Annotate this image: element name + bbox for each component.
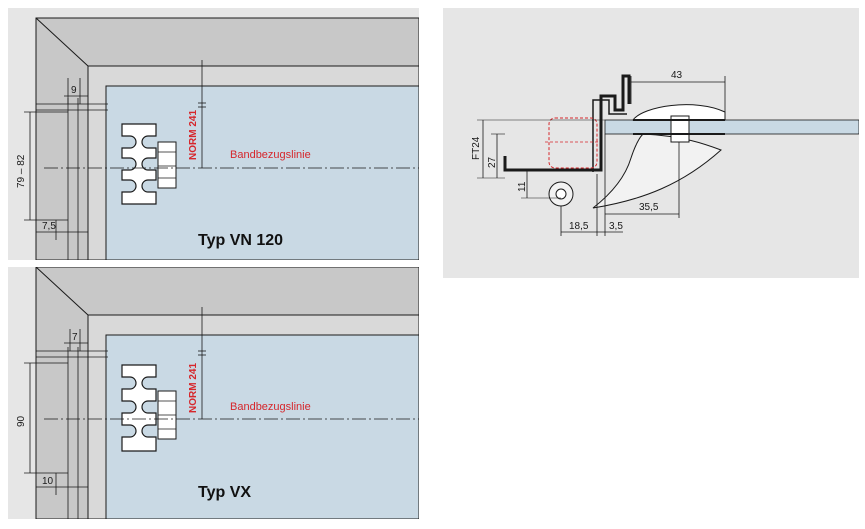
type-label: Typ VX [198, 484, 251, 501]
norm-label: NORM 241 [188, 363, 199, 413]
type-label: Typ VN 120 [198, 232, 283, 249]
hinge-section-diagram: 43 FT24 27 11 35,5 18,5 3,5 [443, 8, 859, 278]
glass-pane [105, 334, 419, 519]
dim-43: 43 [671, 70, 683, 81]
dim-height: 79 – 82 [16, 154, 27, 188]
dim-top: 7 [72, 332, 78, 343]
dim-ft24: FT24 [471, 136, 482, 160]
reference-label: Bandbezugslinie [230, 149, 311, 161]
dim-27: 27 [487, 156, 498, 168]
dim-bottom: 10 [42, 476, 54, 487]
dim-3-5: 3,5 [609, 221, 623, 232]
hinge-diagram-vn120: 9 79 – 82 7,5 NORM 241 Bandbezugslinie T… [8, 8, 419, 260]
dim-height: 90 [16, 415, 27, 427]
glass-pane [604, 119, 859, 135]
dim-11: 11 [517, 181, 528, 192]
hinge-plate [121, 123, 157, 205]
dim-top: 9 [71, 85, 77, 96]
norm-label: NORM 241 [188, 110, 199, 160]
hinge-plate [121, 364, 157, 452]
hinge-body [592, 133, 722, 209]
dim-bottom: 7,5 [42, 221, 56, 232]
frame-profile [503, 74, 631, 172]
red-dashed-part [548, 117, 598, 169]
hinge-diagram-vx: 7 90 10 NORM 241 Bandbezugslinie Typ VX [8, 267, 419, 519]
reference-label: Bandbezugslinie [230, 401, 311, 413]
dim-18-5: 18,5 [569, 221, 589, 232]
dim-35-5: 35,5 [639, 202, 659, 213]
